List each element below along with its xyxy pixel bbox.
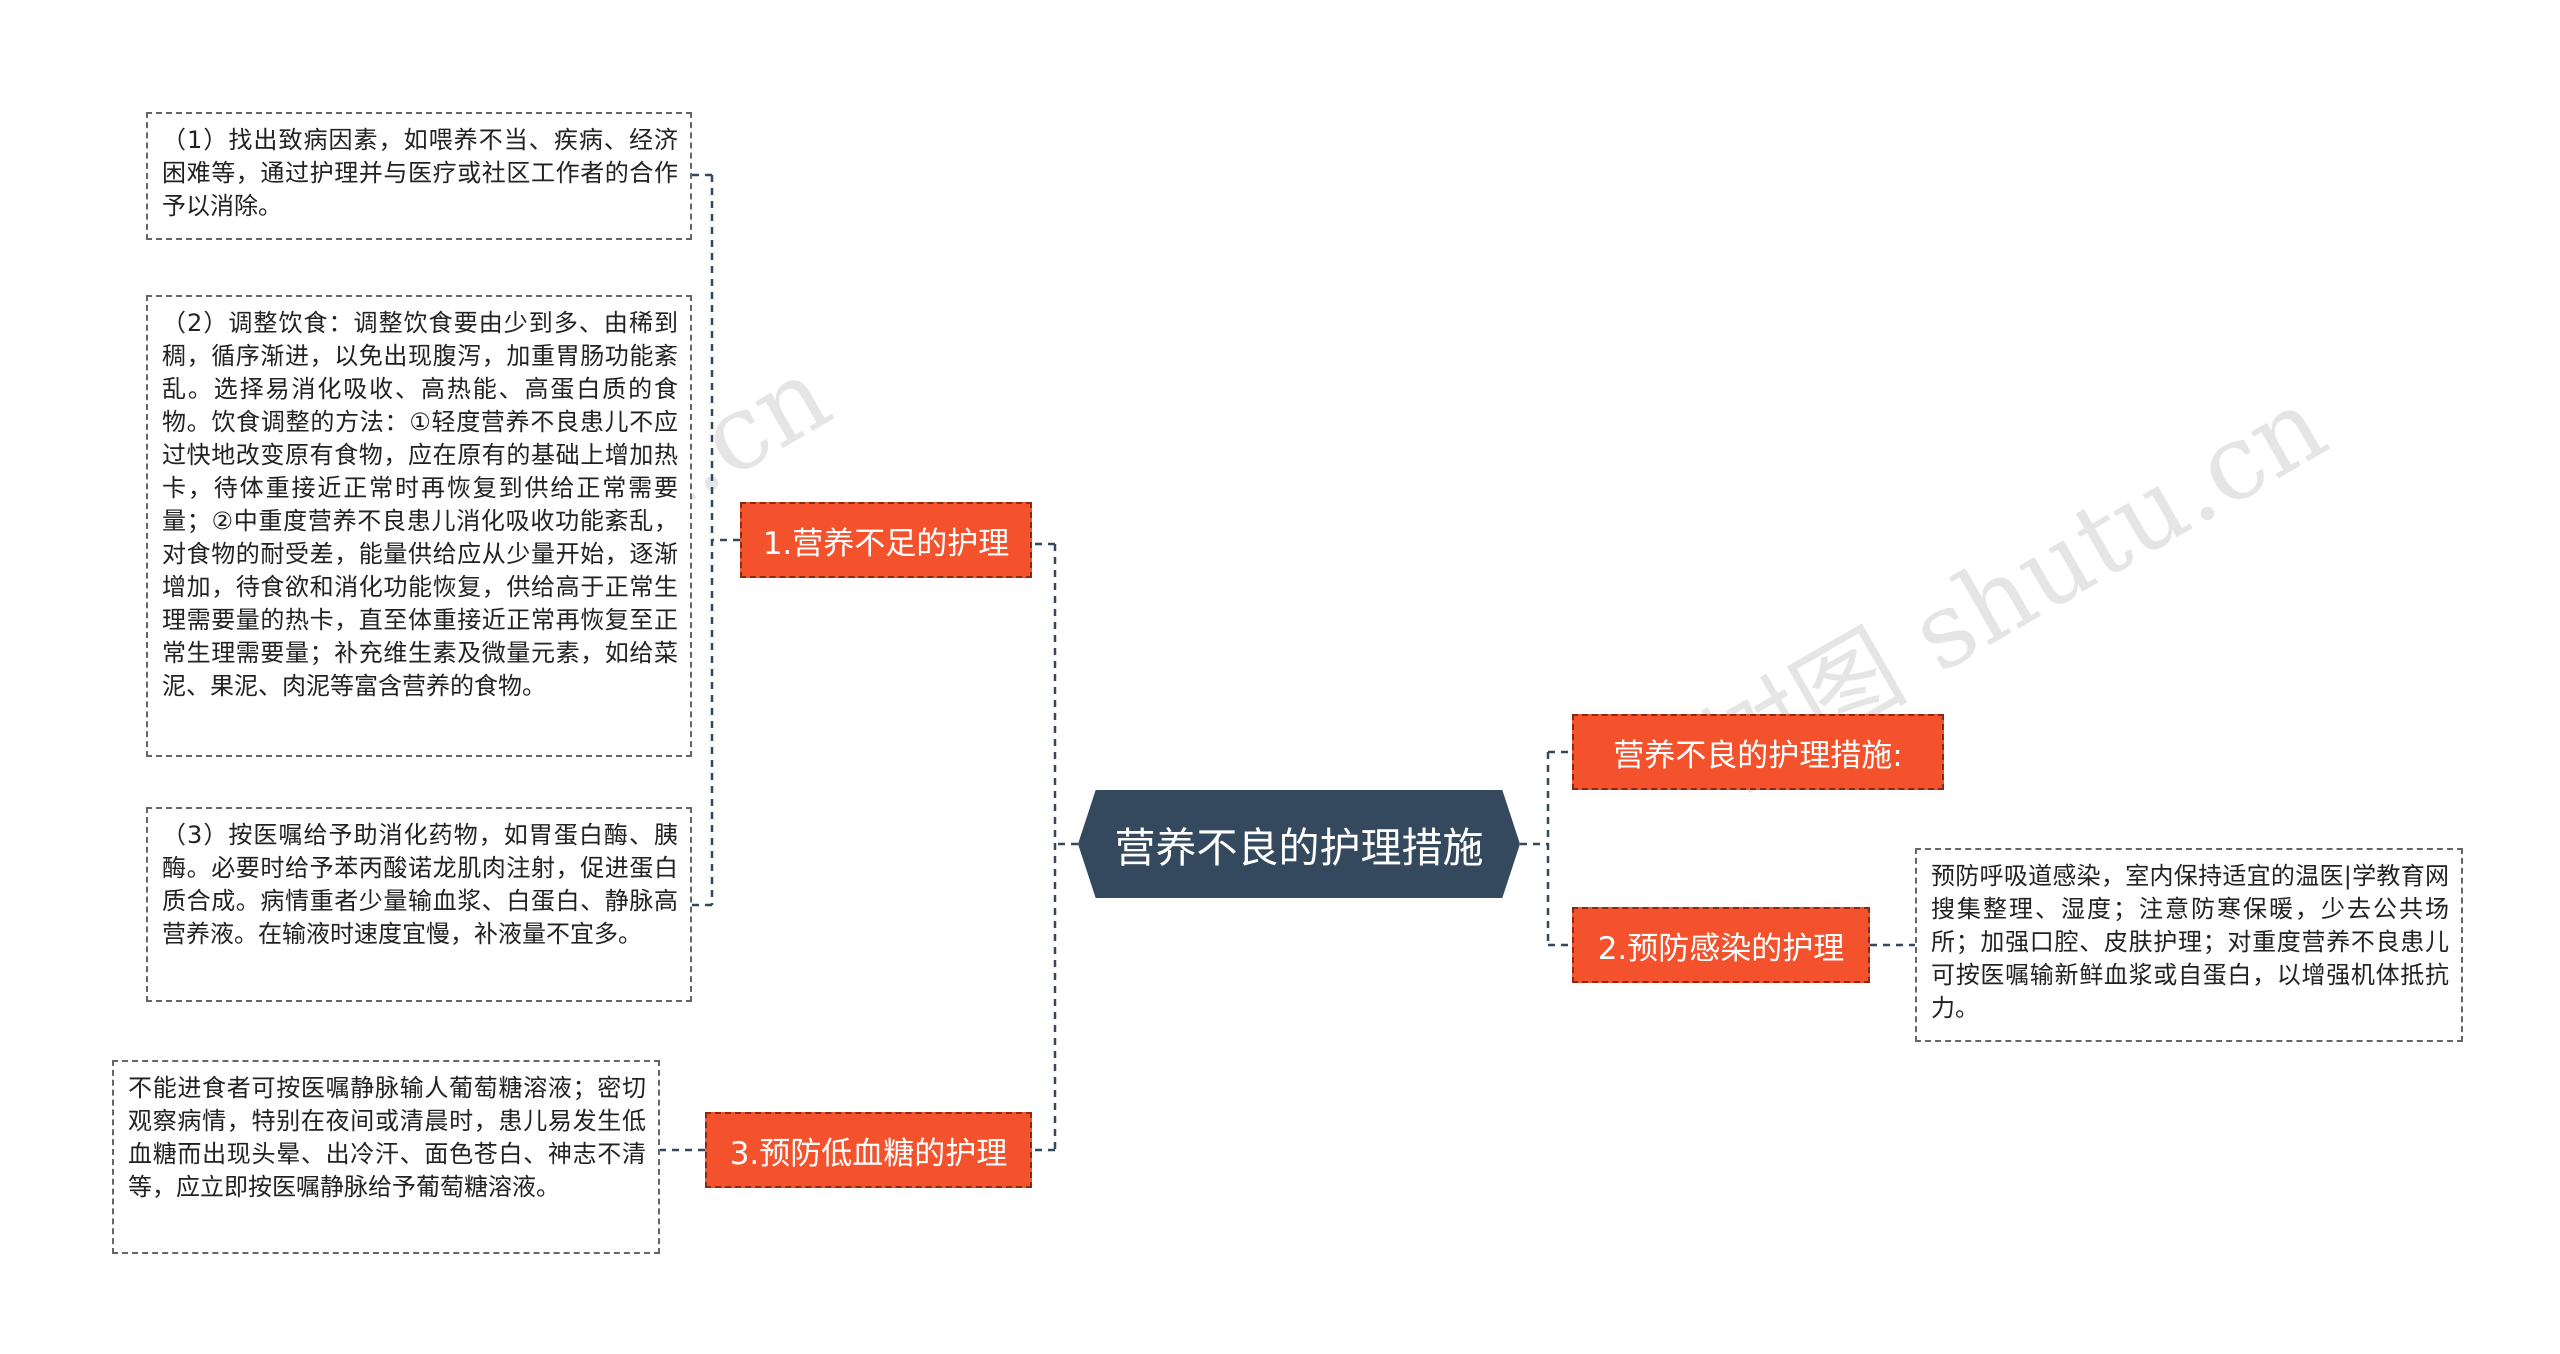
branch-measures-heading[interactable]: 营养不良的护理措施: <box>1572 714 1944 790</box>
leaf-hypoglycemia-details[interactable]: 不能进食者可按医嘱静脉输人葡萄糖溶液；密切观察病情，特别在夜间或清晨时，患儿易发… <box>112 1060 660 1254</box>
branch-infection-prevention[interactable]: 2.预防感染的护理 <box>1572 907 1870 983</box>
branch-nutrition-deficiency[interactable]: 1.营养不足的护理 <box>740 502 1032 578</box>
leaf-digestive-medication[interactable]: （3）按医嘱给予助消化药物，如胃蛋白酶、胰酶。必要时给予苯丙酸诺龙肌肉注射，促进… <box>146 807 692 1002</box>
leaf-infection-details[interactable]: 预防呼吸道感染，室内保持适宜的温医|学教育网搜集整理、湿度；注意防寒保暖，少去公… <box>1915 848 2463 1042</box>
root-topic[interactable]: 营养不良的护理措施 <box>1078 790 1520 898</box>
leaf-adjust-diet[interactable]: （2）调整饮食：调整饮食要由少到多、由稀到稠，循序渐进，以免出现腹泻，加重胃肠功… <box>146 295 692 757</box>
leaf-find-causes[interactable]: （1）找出致病因素，如喂养不当、疾病、经济困难等，通过护理并与医疗或社区工作者的… <box>146 112 692 240</box>
branch-hypoglycemia-prevention[interactable]: 3.预防低血糖的护理 <box>705 1112 1032 1188</box>
